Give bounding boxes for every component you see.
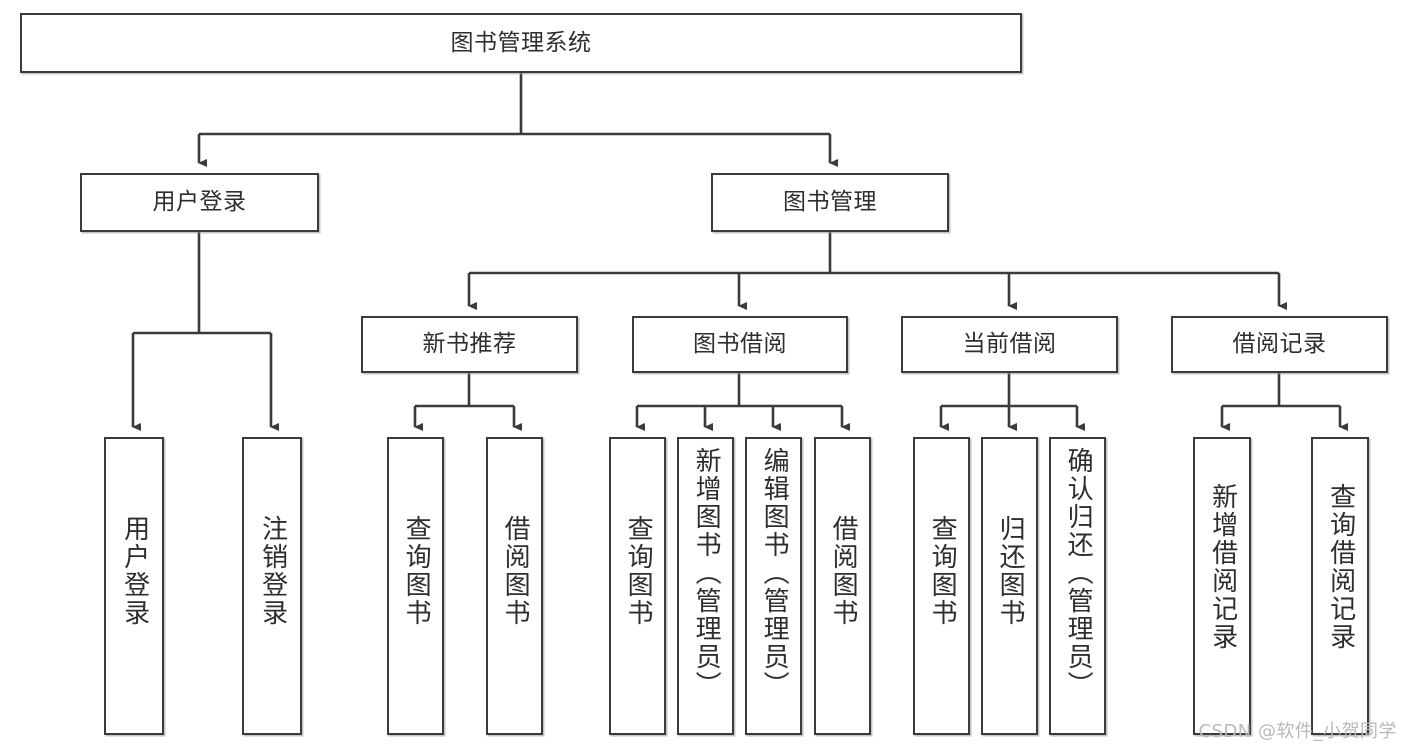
node-leaf-borrow-book-1[interactable]: 借阅图书	[486, 437, 543, 735]
node-leaf-edit-book-admin[interactable]: 编辑图书（管理员）	[745, 437, 802, 735]
node-leaf-query-book-2-label: 查询图书	[623, 515, 654, 627]
node-book-management-label: 图书管理	[783, 189, 877, 215]
node-leaf-return-book-label: 归还图书	[995, 515, 1026, 627]
node-leaf-logout-label: 注销登录	[257, 515, 288, 627]
node-leaf-add-borrow-record-label: 新增借阅记录	[1207, 483, 1238, 651]
node-leaf-user-login[interactable]: 用户登录	[104, 437, 164, 735]
node-leaf-confirm-return-admin-label: 确认归还（管理员）	[1063, 447, 1094, 699]
node-leaf-borrow-book-2-label: 借阅图书	[828, 515, 859, 627]
node-leaf-add-book-admin[interactable]: 新增图书（管理员）	[677, 437, 734, 735]
node-leaf-query-book-2[interactable]: 查询图书	[609, 437, 666, 735]
node-book-management[interactable]: 图书管理	[711, 173, 949, 232]
node-new-book-recommend[interactable]: 新书推荐	[361, 316, 578, 373]
node-leaf-add-borrow-record[interactable]: 新增借阅记录	[1193, 437, 1251, 735]
node-leaf-query-borrow-record[interactable]: 查询借阅记录	[1311, 437, 1369, 735]
node-leaf-add-book-admin-label: 新增图书（管理员）	[691, 447, 722, 699]
csdn-watermark: CSDN @软件_小贺同学	[1198, 721, 1397, 742]
node-current-borrow-label: 当前借阅	[962, 331, 1057, 357]
node-leaf-edit-book-admin-label: 编辑图书（管理员）	[759, 447, 790, 699]
node-leaf-query-borrow-record-label: 查询借阅记录	[1325, 483, 1356, 651]
node-leaf-return-book[interactable]: 归还图书	[981, 437, 1038, 735]
node-current-borrow[interactable]: 当前借阅	[901, 316, 1118, 373]
node-leaf-user-login-label: 用户登录	[119, 515, 150, 627]
node-leaf-query-book-3-label: 查询图书	[927, 515, 958, 627]
node-borrow-records[interactable]: 借阅记录	[1171, 316, 1388, 373]
node-leaf-borrow-book-1-label: 借阅图书	[500, 515, 531, 627]
node-book-borrow[interactable]: 图书借阅	[632, 316, 848, 373]
node-leaf-confirm-return-admin[interactable]: 确认归还（管理员）	[1049, 437, 1106, 735]
node-borrow-records-label: 借阅记录	[1232, 331, 1327, 357]
node-user-login-label: 用户登录	[152, 189, 247, 215]
node-leaf-query-book-1[interactable]: 查询图书	[387, 437, 444, 735]
node-new-book-recommend-label: 新书推荐	[422, 331, 517, 357]
node-leaf-logout[interactable]: 注销登录	[242, 437, 302, 735]
node-root[interactable]: 图书管理系统	[20, 13, 1022, 73]
node-user-login[interactable]: 用户登录	[80, 173, 319, 232]
node-leaf-query-book-1-label: 查询图书	[401, 515, 432, 627]
node-root-label: 图书管理系统	[450, 29, 592, 56]
node-leaf-query-book-3[interactable]: 查询图书	[913, 437, 970, 735]
node-leaf-borrow-book-2[interactable]: 借阅图书	[814, 437, 871, 735]
node-book-borrow-label: 图书借阅	[693, 331, 787, 357]
